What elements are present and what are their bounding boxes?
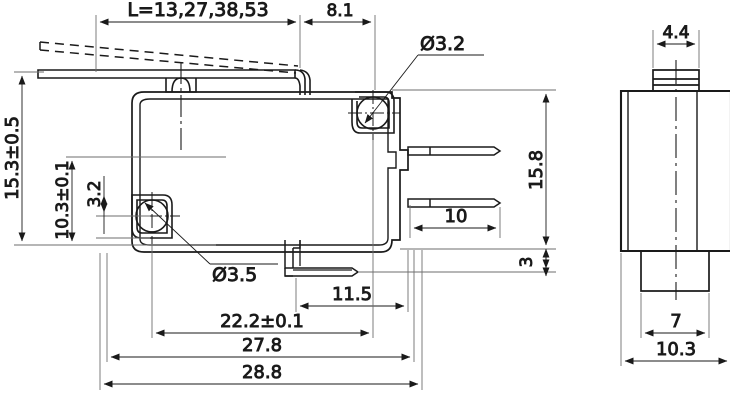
switch-body-outline: [131, 91, 409, 253]
dim-dia-3-2-text: Ø3.2: [420, 33, 465, 55]
lever-arm-actuated: [37, 69, 296, 79]
dim-27-8-text: 27.8: [242, 335, 282, 356]
dim-dia-3-5-text: Ø3.5: [212, 264, 257, 286]
dim-mount-hole-span: 22.2±0.1: [151, 140, 374, 338]
terminal-upper: [407, 146, 502, 156]
dim-3-text: 3: [517, 257, 537, 268]
front-view-dimensions: L=13,27,38,53 8.1 15.3±0.5 10.3±0.1: [2, 0, 556, 390]
dim-terminal-length: 10: [409, 205, 501, 238]
dim-total-height-left: 15.3±0.5: [2, 71, 216, 246]
dim-bottom-terminal-offset: 3: [358, 248, 556, 277]
dim-10-3-text: 10.3±0.1: [53, 160, 73, 239]
switch-body-inner-outline: [139, 98, 397, 246]
dim-8-1-text: 8.1: [326, 1, 353, 21]
dim-overall-length: 28.8: [99, 250, 423, 390]
dim-28-8-text: 28.8: [242, 362, 282, 383]
dim-10-3-side-text: 10.3: [656, 339, 696, 360]
dim-lower-hole-offset: 3.2: [85, 176, 150, 239]
dim-10-text: 10: [445, 206, 468, 227]
dim-body-length: 27.8: [106, 250, 415, 362]
leader-upper-hole: Ø3.2: [364, 33, 484, 124]
lever-arm-right-hook: [294, 69, 311, 95]
dim-bottom-terminal-length: 11.5: [295, 250, 409, 312]
dim-lever-length: L=13,27,38,53: [95, 0, 301, 72]
side-lower-boss: [640, 251, 710, 292]
dim-15-3-text: 15.3±0.5: [2, 116, 23, 200]
terminal-lower: [407, 198, 502, 208]
front-view-geometry: [37, 41, 502, 277]
bottom-terminal-inner-edge: [293, 240, 352, 271]
dim-lever-length-text: L=13,27,38,53: [127, 0, 268, 21]
dim-11-5-text: 11.5: [332, 284, 372, 305]
lever-arm-free-position: [39, 41, 299, 74]
dim-4-4-text: 4.4: [662, 23, 689, 43]
side-view-geometry: [619, 60, 730, 300]
dim-3-2-text: 3.2: [85, 180, 105, 207]
dim-pivot-to-right-edge: 8.1: [303, 1, 376, 90]
dim-15-8-text: 15.8: [526, 150, 547, 190]
dim-side-plunger-width: 4.4: [652, 23, 700, 68]
leader-lower-hole: Ø3.5: [144, 202, 278, 286]
side-body: [619, 89, 730, 253]
lower-mounting-ear: [131, 194, 173, 239]
side-view-dimensions: 4.4 7 10.3: [620, 23, 728, 366]
dim-22-2-text: 22.2±0.1: [220, 311, 304, 332]
dim-7-text: 7: [670, 311, 681, 332]
dim-side-inner-width: 7: [640, 293, 710, 338]
dim-body-height-right: 15.8: [392, 89, 556, 250]
dim-hole-center-height: 10.3±0.1: [53, 156, 226, 242]
dim-side-overall-width: 10.3: [620, 253, 728, 366]
